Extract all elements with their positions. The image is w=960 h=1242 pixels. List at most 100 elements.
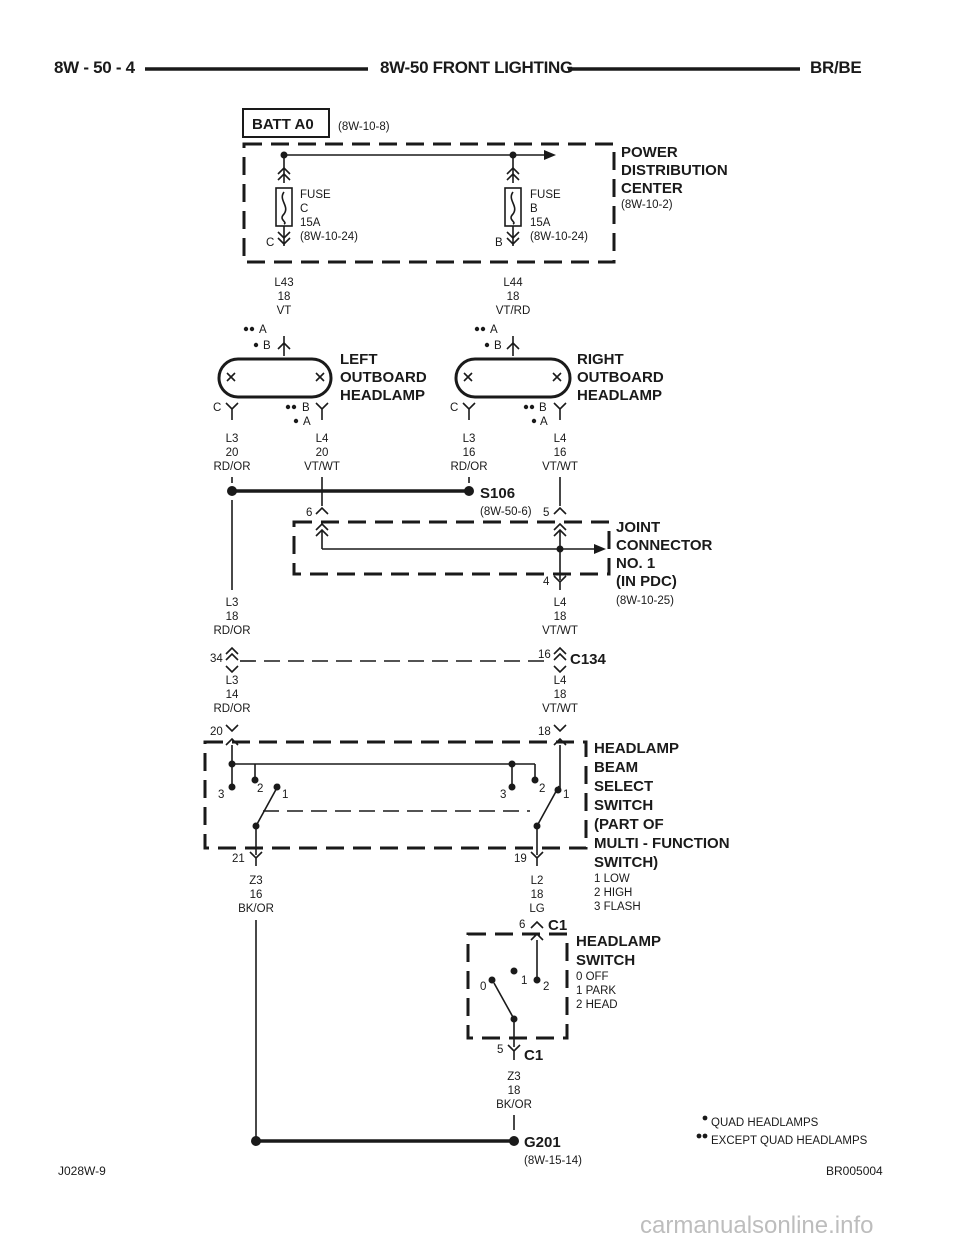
s106-splice-right: [464, 486, 474, 496]
wire-l2-gauge: 18: [531, 889, 544, 901]
footer-left-code: J028W-9: [58, 1164, 106, 1178]
fuse-b-terminal-top: [506, 166, 520, 181]
right-wire-c-name: L3: [463, 433, 476, 445]
jc-pin5-terminal: [553, 506, 567, 515]
right-pin-b-terminal: [553, 402, 567, 420]
note-dot: [253, 342, 259, 348]
pdc-ref: (8W-10-2): [621, 199, 673, 211]
hs-pin6-terminal: [530, 920, 544, 929]
note-dot: [291, 404, 297, 410]
hs-legend-2: 1 PARK: [576, 985, 616, 997]
fuse-c-line-1: FUSE: [300, 189, 331, 201]
wire-l4-18b-gauge: 18: [554, 689, 567, 701]
hs-c1-top: C1: [548, 917, 567, 934]
beam-internal-terminal: [553, 737, 567, 746]
right-wire-b-gauge: 16: [554, 447, 567, 459]
note-dot: [531, 418, 537, 424]
page-ref: 8W - 50 - 4: [54, 58, 135, 77]
hs-line-1: HEADLAMP: [576, 933, 661, 950]
headlamp-switch-box: [466, 932, 569, 1040]
beam-line-7: SWITCH): [594, 854, 658, 871]
fuse-b-line-3: 15A: [530, 217, 551, 229]
wire-z3-18-gauge: 18: [508, 1085, 521, 1097]
wire-l2-color: LG: [529, 903, 544, 915]
wire-l3-14-color: RD/OR: [213, 703, 250, 715]
fuse-c-terminal-bottom: [277, 231, 291, 246]
hs-contact-1: [510, 967, 518, 975]
right-wire-b-color: VT/WT: [542, 461, 578, 473]
right-lamp-feed-terminal: [506, 341, 520, 350]
fuse-b-line-2: B: [530, 203, 538, 215]
hs-pos-0: 0: [480, 981, 486, 993]
model-code: BR/BE: [810, 58, 862, 77]
hs-c1-bottom: C1: [524, 1047, 543, 1064]
wire-l4-18a-gauge: 18: [554, 611, 567, 623]
left-pin-c: C: [213, 402, 221, 414]
note-quad: QUAD HEADLAMPS: [711, 1117, 819, 1129]
left-wire-b-name: L4: [316, 433, 329, 445]
hs-contact-2: [533, 976, 541, 984]
jc-pin6: 6: [306, 507, 312, 519]
jc-line-1: JOINT: [616, 519, 660, 536]
fuse-c-terminal-top: [277, 166, 291, 181]
note-except-dot: [696, 1133, 702, 1139]
beam-line-5: (PART OF: [594, 816, 664, 833]
wire-z3-18-name: Z3: [507, 1071, 520, 1083]
beam-left-contact-2: [251, 776, 259, 784]
right-pin-bot-a: A: [540, 416, 548, 428]
note-except-dot: [702, 1133, 708, 1139]
wire-l2-name: L2: [531, 875, 544, 887]
right-pin-c-terminal: [462, 402, 476, 420]
hs-legend-3: 2 HEAD: [576, 999, 618, 1011]
page-title: 8W-50 FRONT LIGHTING: [380, 58, 573, 77]
fuse-b-pin: B: [495, 237, 503, 249]
left-lamp-feed-terminal: [277, 341, 291, 350]
beam-switch-box: [203, 740, 588, 850]
hs-contact-0: [488, 976, 496, 984]
hs-pin5-terminal: [507, 1044, 521, 1060]
left-wire-c-name: L3: [226, 433, 239, 445]
right-wire-c-color: RD/OR: [450, 461, 487, 473]
beam-legend-3: 3 FLASH: [594, 901, 641, 913]
left-headlamp-line-1: LEFT: [340, 351, 378, 368]
hs-pin5: 5: [497, 1044, 503, 1056]
pdc-line-2: DISTRIBUTION: [621, 162, 728, 179]
beam-pin19-terminal: [530, 851, 544, 866]
hs-line-2: SWITCH: [576, 952, 635, 969]
batt-ref: (8W-10-8): [338, 121, 390, 133]
note-dot: [285, 404, 291, 410]
batt-box: [242, 108, 330, 138]
left-filament-x: [315, 372, 325, 382]
fuse-b-line-4: (8W-10-24): [530, 231, 588, 243]
wire-l43-color: VT: [277, 305, 292, 317]
right-filament-x: [552, 372, 562, 382]
beam-pin21-terminal: [249, 851, 263, 866]
wire-z3-16-color: BK/OR: [238, 903, 274, 915]
ground-splice-left: [251, 1136, 261, 1146]
right-wire-b-name: L4: [554, 433, 567, 445]
wire-l4-18b-color: VT/WT: [542, 703, 578, 715]
wire-l43-name: L43: [274, 277, 293, 289]
right-headlamp-body: [454, 357, 572, 399]
note-dot: [293, 418, 299, 424]
hs-pos-1: 1: [521, 975, 527, 987]
left-filament-x: [226, 372, 236, 382]
right-pin-bot-b: B: [539, 402, 547, 414]
left-pin-top-b: B: [263, 340, 271, 352]
beam-right-contact-2: [531, 776, 539, 784]
wire-l4-18a-name: L4: [554, 597, 567, 609]
beam-legend-1: 1 LOW: [594, 873, 630, 885]
left-pin-top-a: A: [259, 324, 267, 336]
left-pin-c-terminal: [225, 402, 239, 420]
left-pin-b-terminal: [315, 402, 329, 420]
hs-pos-2: 2: [543, 981, 549, 993]
joint-connector-box: [292, 520, 611, 576]
wire-l3-14-name: L3: [226, 675, 239, 687]
left-pin-bot-b: B: [302, 402, 310, 414]
wire-z3-16-gauge: 16: [250, 889, 263, 901]
beam-line-6: MULTI - FUNCTION: [594, 835, 730, 852]
beam-internal-terminal: [225, 737, 239, 746]
c134-pin34: 34: [210, 653, 223, 665]
note-quad-dot: [702, 1115, 708, 1121]
